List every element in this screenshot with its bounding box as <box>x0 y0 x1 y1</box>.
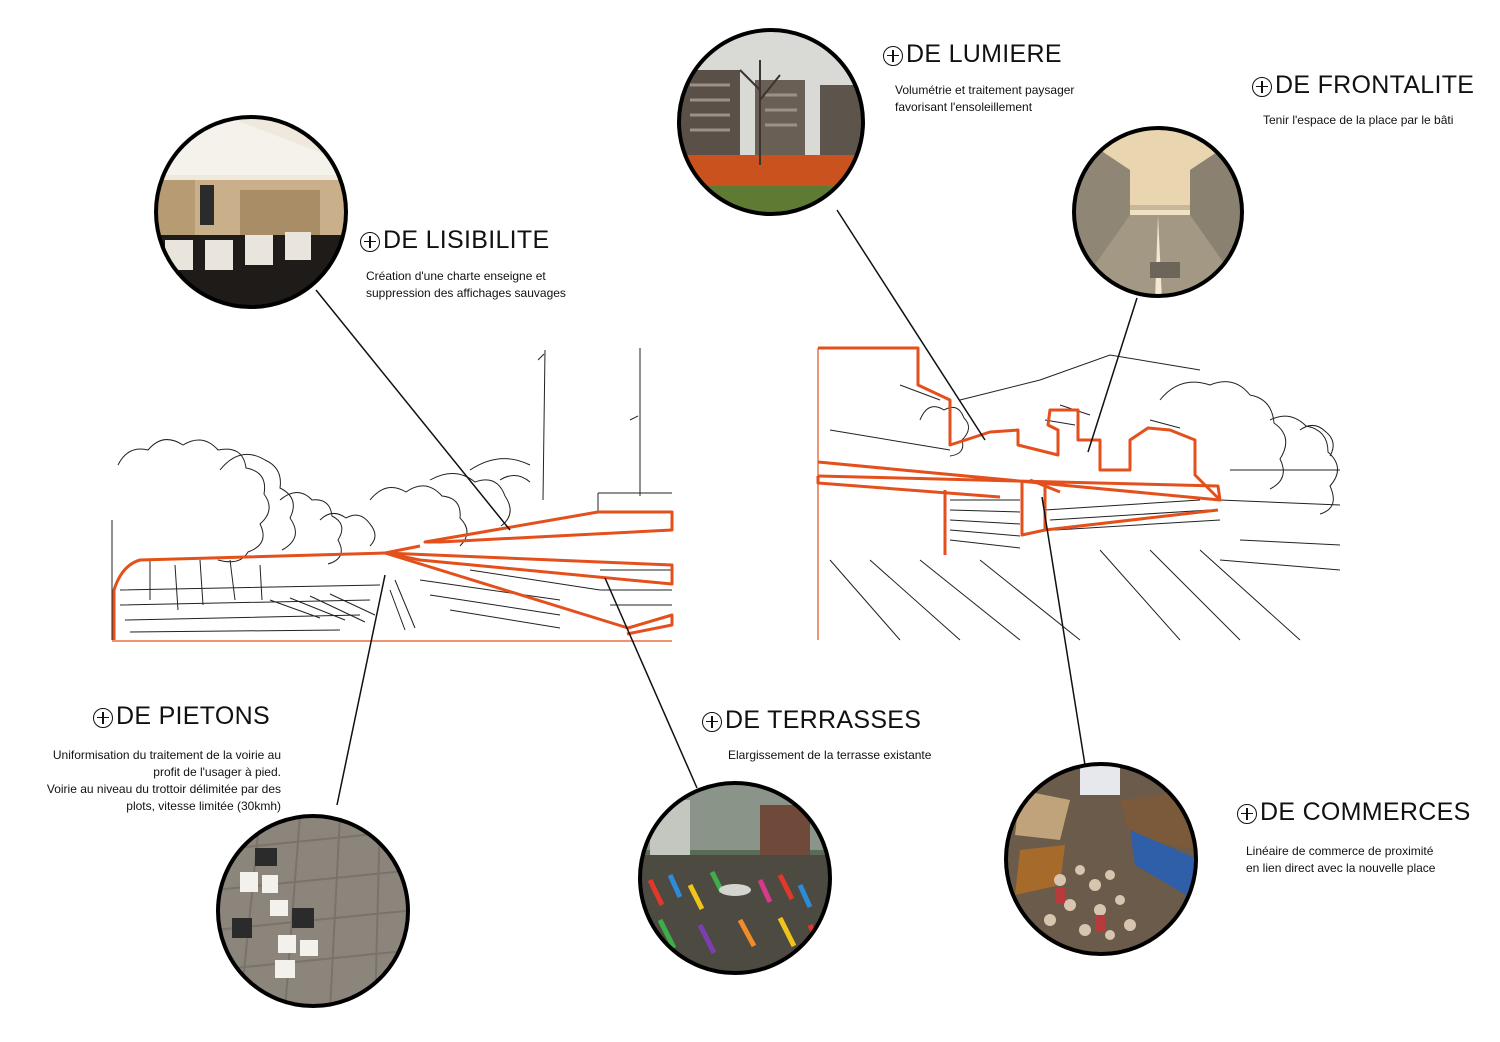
photo-terrasses <box>640 783 830 973</box>
photo-lisibilite <box>156 117 346 307</box>
callout-title-frontalite: DE FRONTALITE <box>1252 71 1474 100</box>
callout-desc-lisibilite: Création d'une charte enseigne et suppre… <box>366 269 566 300</box>
callout-desc-terrasses: Elargissement de la terrasse existante <box>728 748 932 762</box>
plus-circle-icon <box>360 231 380 252</box>
callout-desc-frontalite: Tenir l'espace de la place par le bâti <box>1263 113 1454 127</box>
callout-title-pietons: DE PIETONS <box>93 702 270 731</box>
plus-circle-icon <box>1237 803 1257 824</box>
plus-circle-icon <box>883 45 903 66</box>
left-street-sketch <box>111 348 672 640</box>
right-street-sketch <box>829 354 1341 641</box>
left-sketch-orange <box>112 510 674 640</box>
plus-circle-icon <box>93 707 113 728</box>
callout-title-lisibilite: DE LISIBILITE <box>360 226 549 255</box>
callout-desc-commerces: Linéaire de commerce de proximité en lie… <box>1246 844 1436 875</box>
photo-frontalite <box>1074 128 1242 296</box>
callout-title-lumiere: DE LUMIERE <box>883 40 1062 69</box>
plus-circle-icon <box>1252 76 1272 97</box>
callout-desc-lumiere: Volumétrie et traitement paysager favori… <box>895 83 1075 114</box>
photo-pietons <box>218 816 408 1006</box>
callout-title-terrasses: DE TERRASSES <box>702 706 921 735</box>
plus-circle-icon <box>702 711 722 732</box>
leader-lines <box>315 209 1138 806</box>
photo-lumiere <box>679 30 863 214</box>
callout-title-commerces: DE COMMERCES <box>1237 798 1471 827</box>
photo-commerces <box>1006 764 1196 954</box>
callout-desc-pietons: Uniformisation du traitement de la voiri… <box>46 748 281 813</box>
